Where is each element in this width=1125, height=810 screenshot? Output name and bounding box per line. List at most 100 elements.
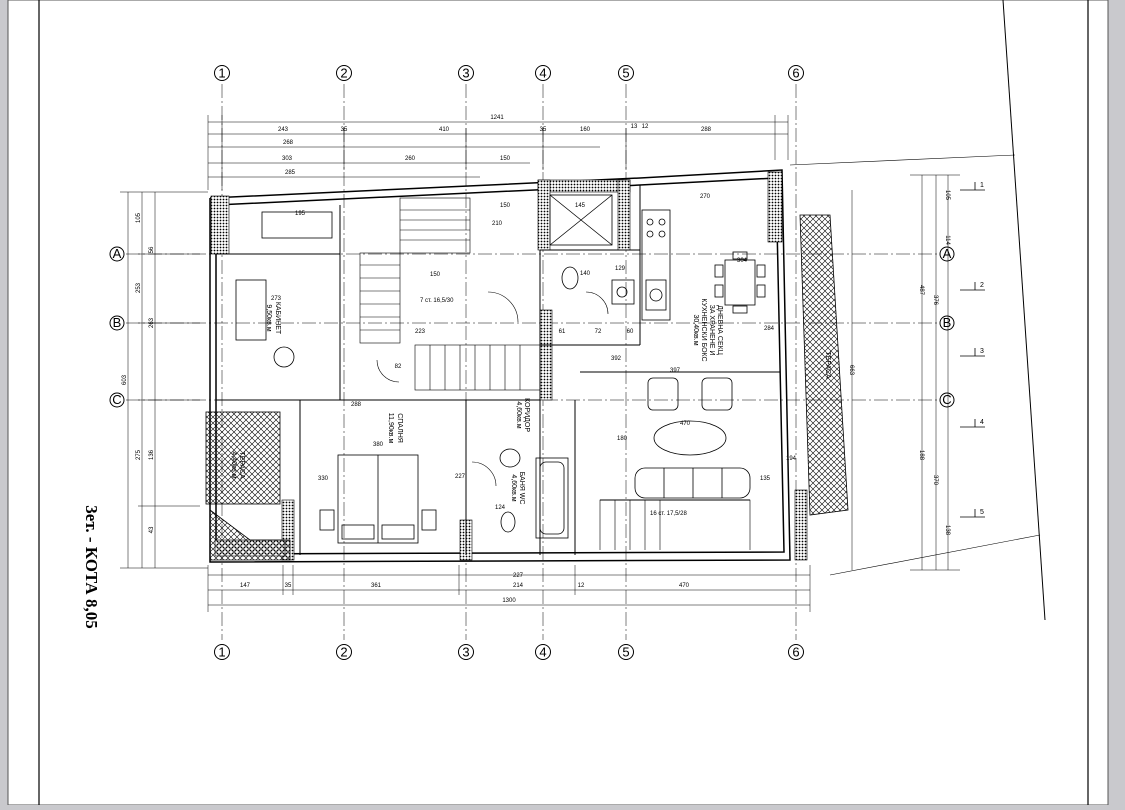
dim-right: 487 — [918, 285, 924, 296]
dim-bottom: 12 — [578, 583, 585, 589]
inner-dim: 195 — [295, 211, 306, 217]
inner-dim: 82 — [395, 364, 402, 370]
axis-label-top: 2 — [340, 66, 347, 81]
inner-dim: 380 — [373, 442, 384, 448]
inner-dim: 150 — [430, 272, 441, 278]
inner-dim: 330 — [318, 476, 329, 482]
axis-bubbles-bottom — [214, 644, 804, 660]
wall-blocks — [210, 171, 808, 561]
axis-label-right: A — [943, 246, 952, 261]
room-label-terrace-right: ТЕРАСА — [824, 351, 831, 379]
dim-top: 410 — [439, 127, 450, 133]
axis-label-left: C — [112, 392, 121, 407]
stair-note: 7 ст. 16,5/30 — [420, 298, 454, 304]
dim-total-bottom: 1300 — [502, 598, 516, 604]
axis-label-top: 1 — [218, 66, 225, 81]
dim-left: 56 — [149, 246, 155, 253]
room-area: 11,90кв.м — [387, 413, 394, 444]
staircase — [359, 197, 751, 550]
dim-top-small: 13 — [631, 124, 638, 130]
dining-table — [714, 251, 766, 314]
axis-label-top: 3 — [462, 66, 469, 81]
inner-dim: 304 — [737, 258, 748, 264]
dim-bottom: 227 — [513, 573, 524, 579]
axis-label-bottom: 1 — [218, 645, 225, 660]
dim-bottom: 214 — [513, 583, 524, 589]
room-name: СПАЛНЯ — [396, 413, 403, 443]
inner-dim: 284 — [764, 326, 775, 332]
inner-dim: 273 — [271, 296, 282, 302]
room-label-living: ДНЕВНА СЕКЦ ЗА ХРАНЕНЕ И КУХНЕНСКИ БОКС … — [692, 298, 723, 361]
axis-label-bottom: 4 — [539, 645, 546, 660]
dim-top: 150 — [500, 156, 511, 162]
cabinet-furniture — [235, 211, 333, 368]
dim-bottom: 147 — [240, 583, 251, 589]
room-area: 4,60кв.м — [515, 401, 522, 428]
inner-dim: 392 — [611, 356, 622, 362]
dim-top: 288 — [701, 127, 712, 133]
dimension-lines-top — [207, 115, 789, 190]
dim-top: 160 — [580, 127, 591, 133]
kitchen-counter — [641, 209, 671, 321]
axis-label-bottom: 5 — [622, 645, 629, 660]
dim-bottom: 35 — [285, 583, 292, 589]
door-swings — [376, 291, 609, 487]
inner-dim: 397 — [670, 368, 681, 374]
axis-bubbles-top — [214, 65, 804, 81]
inner-dim: 288 — [351, 402, 362, 408]
room-area: 4,60кв.м — [510, 474, 517, 501]
dim-left: 253 — [136, 282, 142, 293]
room-label-corridor: КОРИДОР 4,60кв.м — [515, 398, 530, 432]
dim-left: 136 — [149, 449, 155, 460]
dim-left: 275 — [136, 449, 142, 460]
inner-dim: 72 — [595, 329, 602, 335]
dim-right: 105 — [944, 190, 950, 201]
dimension-lines-left — [120, 191, 208, 569]
section-marker-label: 3 — [980, 348, 984, 355]
dim-left: 603 — [122, 374, 128, 385]
room-area: 30,40кв.м — [692, 314, 699, 345]
section-marker-label: 5 — [980, 509, 984, 516]
dim-right: 663 — [848, 365, 854, 376]
room-area: 9,50кв.м — [265, 304, 272, 331]
axis-label-left: A — [113, 246, 122, 261]
inner-dim: 135 — [760, 476, 771, 482]
axis-label-bottom: 6 — [792, 645, 799, 660]
inner-dim: 180 — [617, 436, 628, 442]
axis-label-bottom: 2 — [340, 645, 347, 660]
elevator-shaft — [549, 194, 613, 246]
room-name: БАНЯ WC — [518, 472, 525, 505]
interior-walls — [216, 185, 780, 555]
inner-dim: 227 — [455, 474, 466, 480]
dim-right: 376 — [932, 295, 938, 306]
axis-label-top: 6 — [792, 66, 799, 81]
dim-top-small: 35 — [341, 127, 348, 133]
room-name: ТЕРАСА — [824, 351, 831, 379]
dimension-lines-bottom — [207, 565, 811, 612]
dim-left: 43 — [149, 526, 155, 533]
dim-top: 268 — [283, 140, 294, 146]
inner-dim: 129 — [615, 266, 626, 272]
axis-label-right: C — [942, 392, 951, 407]
dim-top: 285 — [285, 170, 296, 176]
dim-top: 260 — [405, 156, 416, 162]
inner-dim: 61 — [559, 329, 566, 335]
dim-left: 105 — [136, 212, 142, 223]
room-name: КОРИДОР — [523, 398, 530, 432]
dim-total-top: 1241 — [490, 115, 504, 121]
section-markers-right — [960, 182, 985, 518]
dim-top: 243 — [278, 127, 289, 133]
inner-dim: 145 — [575, 203, 586, 209]
dim-right: 138 — [944, 525, 950, 536]
inner-dim: 140 — [580, 271, 591, 277]
axis-label-left: B — [113, 315, 122, 330]
terrace-hatch-corner — [209, 509, 291, 561]
room-label-bath: БАНЯ WC 4,60кв.м — [510, 472, 525, 505]
inner-dim: 223 — [415, 329, 426, 335]
axis-label-bottom: 3 — [462, 645, 469, 660]
room-label-bedroom: СПАЛНЯ 11,90кв.м — [387, 413, 403, 444]
axis-label-right: B — [943, 315, 952, 330]
section-marker-label: 2 — [980, 282, 984, 289]
dim-right: 114 — [944, 235, 950, 245]
dim-top-small: 35 — [540, 127, 547, 133]
